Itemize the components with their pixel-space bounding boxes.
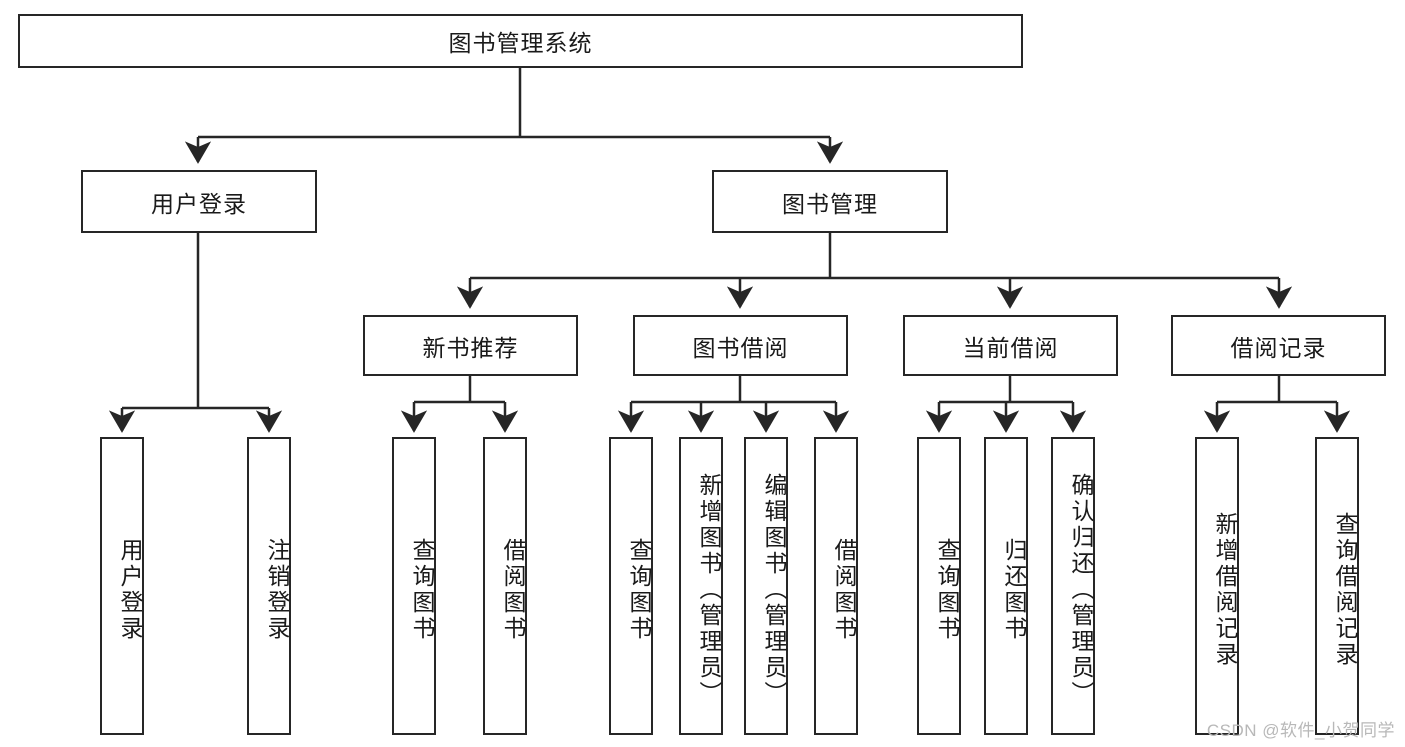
node-leaf-add-borrow-record-label: 新增借阅记录 [1212,512,1238,668]
node-leaf-logout[interactable]: 注销登录 [247,437,291,735]
node-new-book-recommend-label: 新书推荐 [422,334,519,361]
node-book-borrow[interactable]: 图书借阅 [633,315,848,376]
node-leaf-logout-label: 注销登录 [264,538,290,642]
node-current-borrow[interactable]: 当前借阅 [903,315,1118,376]
node-leaf-borrow-book-2[interactable]: 借阅图书 [814,437,858,735]
node-book-manage-label: 图书管理 [782,190,878,217]
node-borrow-record-label: 借阅记录 [1230,334,1327,361]
node-leaf-query-book-2[interactable]: 查询图书 [609,437,653,735]
node-leaf-query-borrow-record[interactable]: 查询借阅记录 [1315,437,1359,735]
node-borrow-record[interactable]: 借阅记录 [1171,315,1386,376]
node-book-manage[interactable]: 图书管理 [712,170,948,233]
node-leaf-borrow-book-2-label: 借阅图书 [831,538,857,642]
node-root[interactable]: 图书管理系统 [18,14,1023,68]
node-leaf-query-book-3[interactable]: 查询图书 [917,437,961,735]
node-leaf-borrow-book-1[interactable]: 借阅图书 [483,437,527,735]
node-user-login-label: 用户登录 [151,190,247,217]
node-leaf-user-login-label: 用户登录 [117,538,143,642]
node-leaf-add-book[interactable]: 新增图书（管理员） [679,437,723,735]
node-leaf-return-book-label: 归还图书 [1001,538,1027,642]
node-leaf-return-book[interactable]: 归还图书 [984,437,1028,735]
node-leaf-query-book-2-label: 查询图书 [626,538,652,642]
node-leaf-confirm-return[interactable]: 确认归还（管理员） [1051,437,1095,735]
node-leaf-borrow-book-1-label: 借阅图书 [500,538,526,642]
node-user-login[interactable]: 用户登录 [81,170,317,233]
node-leaf-edit-book[interactable]: 编辑图书（管理员） [744,437,788,735]
node-leaf-query-book-1-label: 查询图书 [409,538,435,642]
node-root-label: 图书管理系统 [448,30,593,56]
node-leaf-query-book-1[interactable]: 查询图书 [392,437,436,735]
node-new-book-recommend[interactable]: 新书推荐 [363,315,578,376]
node-leaf-query-book-3-label: 查询图书 [934,538,960,642]
node-leaf-add-book-label: 新增图书（管理员） [696,473,722,707]
node-leaf-user-login[interactable]: 用户登录 [100,437,144,735]
node-leaf-query-borrow-record-label: 查询借阅记录 [1332,512,1358,668]
node-leaf-add-borrow-record[interactable]: 新增借阅记录 [1195,437,1239,735]
node-current-borrow-label: 当前借阅 [962,334,1059,361]
node-book-borrow-label: 图书借阅 [692,334,789,361]
node-leaf-edit-book-label: 编辑图书（管理员） [761,473,787,707]
node-leaf-confirm-return-label: 确认归还（管理员） [1068,473,1094,707]
